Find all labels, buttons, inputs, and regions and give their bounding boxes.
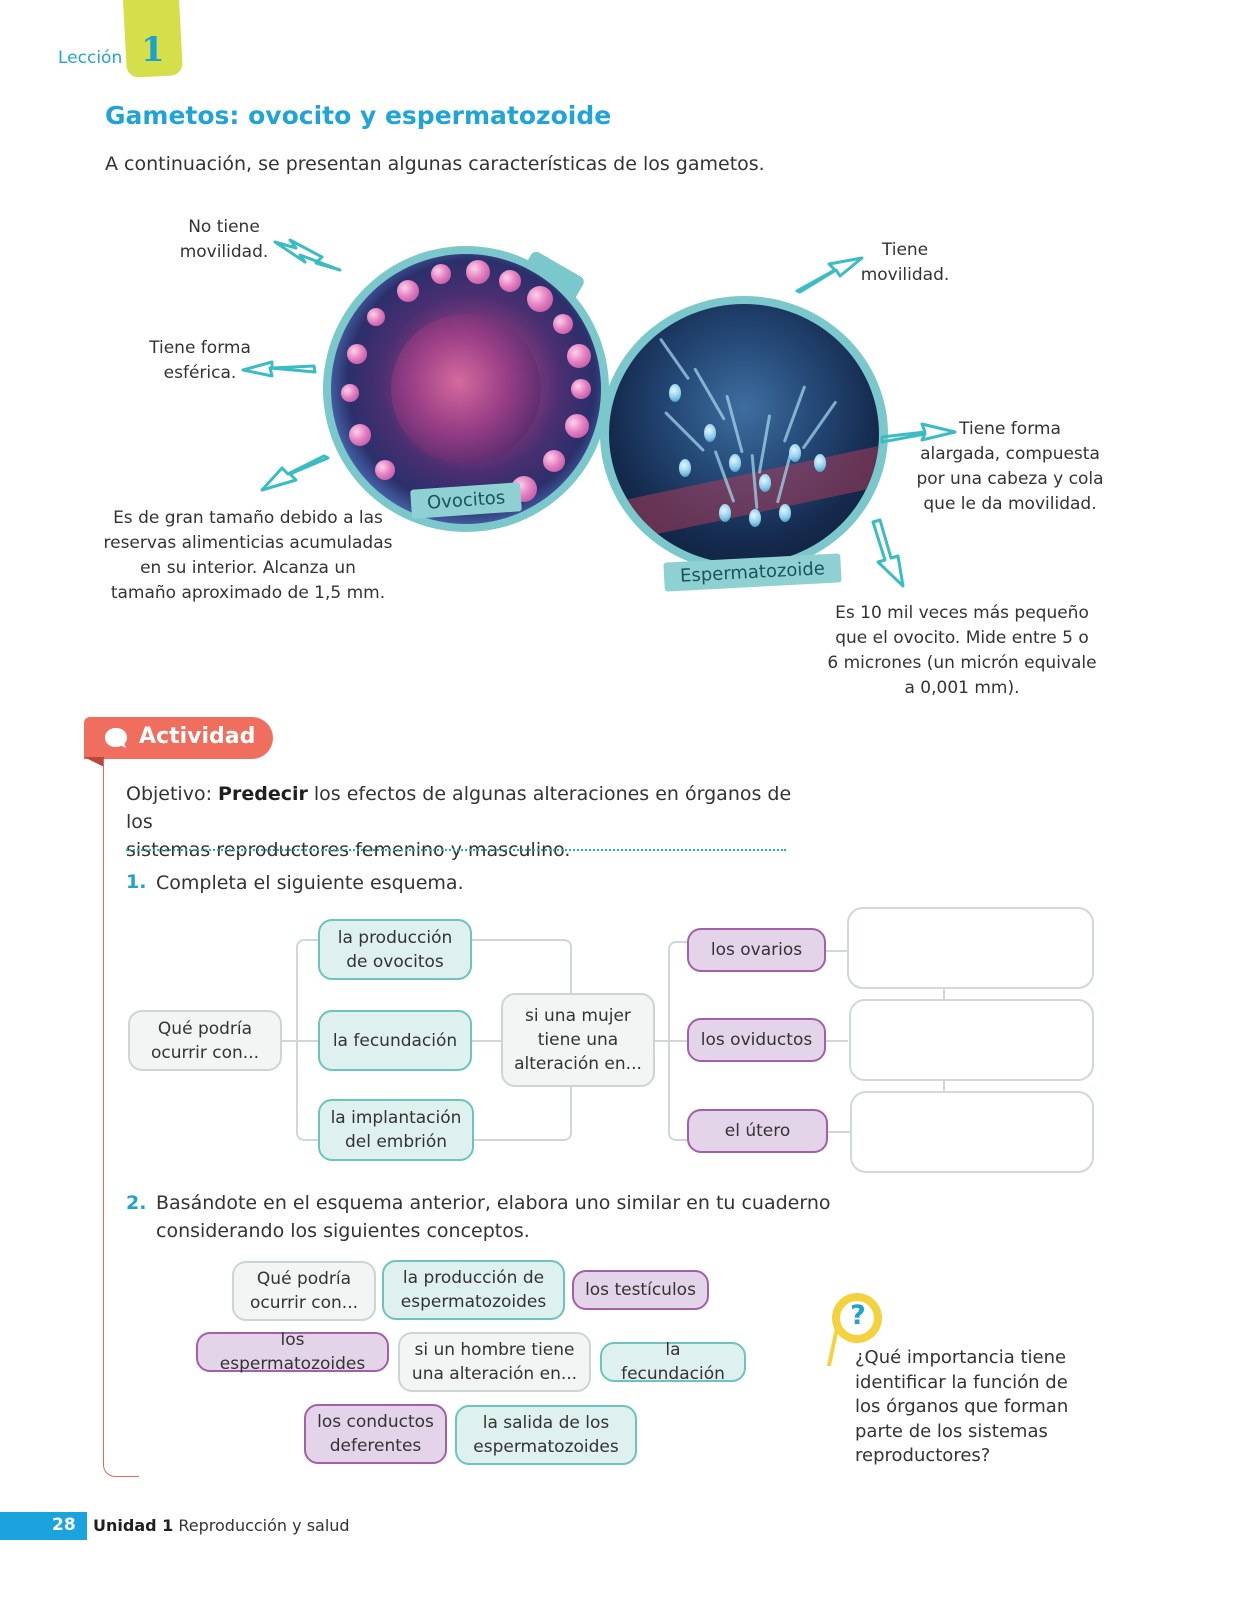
footer-page-band: [0, 1512, 87, 1540]
scheme1-branch-fecundacion: la fecundación: [318, 1010, 472, 1071]
scheme1-organ-utero: el útero: [687, 1109, 828, 1153]
note-ovocito-movilidad: No tiene movilidad.: [179, 217, 269, 262]
question-2-number: 2.: [126, 1192, 147, 1214]
arrow-ovocito-tamano: [260, 454, 330, 492]
question-mark-glyph: ?: [850, 1300, 866, 1331]
note-ovocito-tamano: Es de gran tamaño debido a las reservas …: [103, 508, 393, 603]
answer-box-1[interactable]: [847, 907, 1094, 989]
activity-tab-fold: [84, 757, 104, 767]
side-question-text: ¿Qué importancia tiene identificar la fu…: [855, 1347, 1069, 1466]
activity-label: Actividad: [139, 724, 256, 749]
speech-bubble-icon: [105, 728, 127, 748]
lesson-label: Lección: [58, 48, 123, 68]
lesson-number: 1: [141, 30, 165, 70]
concept-fecundacion: la fecundación: [600, 1340, 746, 1384]
question-2-text: Basándote en el esquema anterior, elabor…: [156, 1192, 831, 1242]
activity-border: [103, 759, 139, 1477]
question-1-number: 1.: [126, 871, 147, 893]
concept-espermatozoides: los espermatozoides: [196, 1330, 389, 1374]
answer-box-3[interactable]: [850, 1091, 1094, 1173]
dotted-divider: [126, 849, 786, 851]
note-esperma-forma: Tiene forma alargada, compuesta por una …: [916, 419, 1104, 514]
activity-objective: Objetivo: Predecir los efectos de alguna…: [126, 783, 792, 861]
section-title: Gametos: ovocito y espermatozoide: [105, 101, 612, 130]
scheme1-organ-oviductos: los oviductos: [687, 1018, 826, 1062]
question-1-text: Completa el siguiente esquema.: [156, 872, 464, 894]
esperma-image: [609, 304, 879, 564]
scheme1-organ-ovarios: los ovarios: [687, 928, 826, 972]
footer-unit: Unidad 1 Reproducción y salud: [93, 1516, 350, 1535]
section-intro: A continuación, se presentan algunas car…: [105, 153, 765, 175]
note-ovocito-forma: Tiene forma esférica.: [149, 338, 251, 383]
concept-testiculos: los testículos: [572, 1270, 709, 1310]
note-esperma-movilidad: Tiene movilidad.: [860, 240, 950, 285]
note-esperma-tamano: Es 10 mil veces más pequeño que el ovoci…: [827, 603, 1097, 698]
ovocito-image: [331, 254, 601, 524]
answer-box-2[interactable]: [849, 999, 1094, 1081]
arrow-esperma-tamano: [871, 518, 905, 588]
page-number: 28: [52, 1515, 76, 1535]
